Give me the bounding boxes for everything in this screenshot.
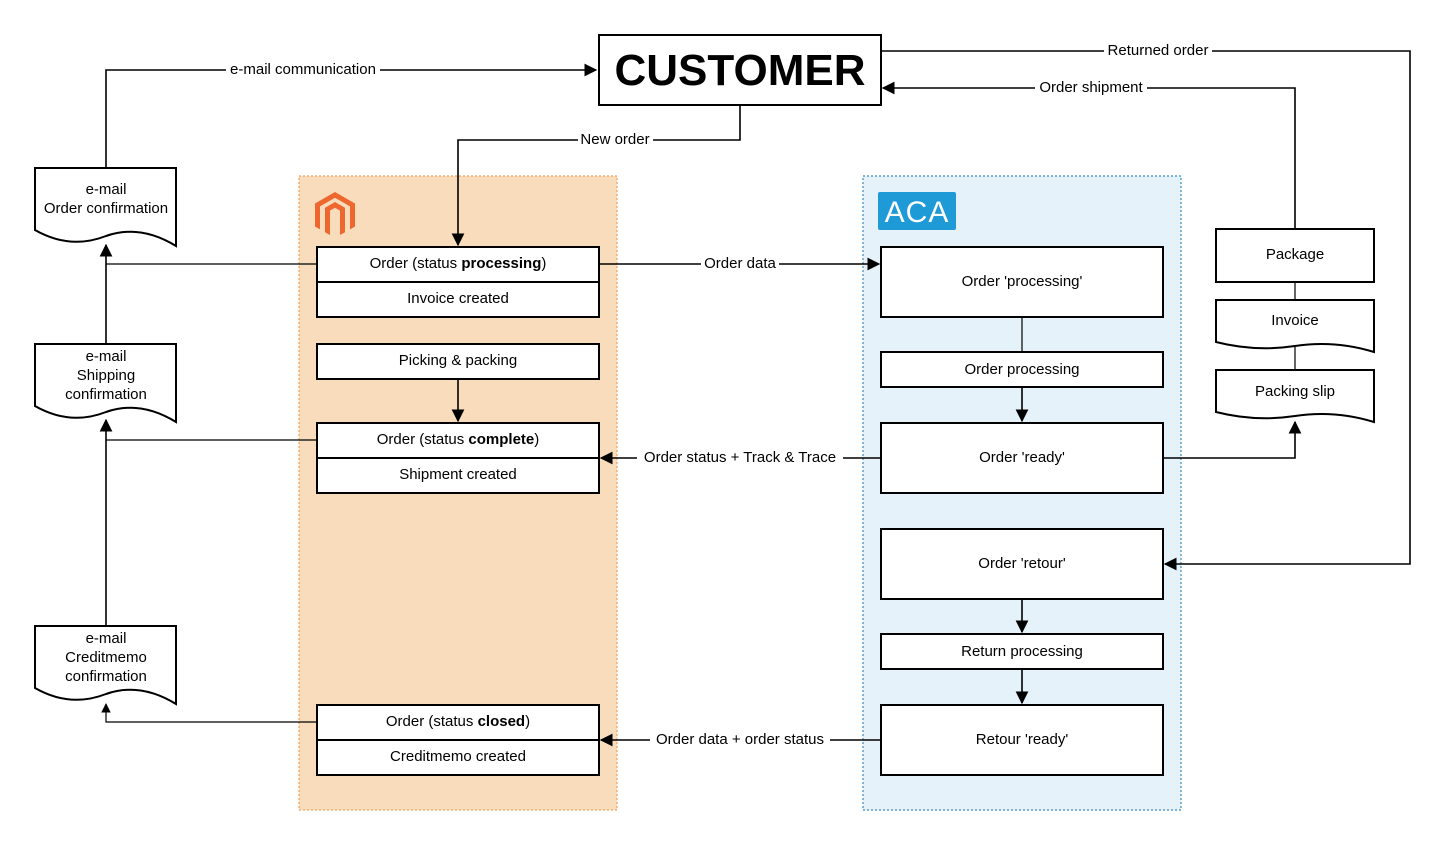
svg-text:Shipping: Shipping bbox=[77, 367, 135, 384]
email-shipping-confirmation-doc: e-mail Shipping confirmation bbox=[34, 343, 177, 424]
aca-order-processing-state-box: Order 'processing' bbox=[880, 246, 1164, 318]
svg-text:Picking & packing: Picking & packing bbox=[399, 352, 517, 369]
svg-text:Order (status closed): Order (status closed) bbox=[386, 713, 530, 730]
invoice-doc: Invoice bbox=[1215, 299, 1375, 354]
svg-text:confirmation: confirmation bbox=[65, 668, 147, 685]
magento-logo-icon bbox=[315, 192, 355, 235]
svg-text:Order 'ready': Order 'ready' bbox=[979, 449, 1065, 466]
aca-logo-text: ACA bbox=[885, 196, 950, 229]
svg-text:e-mail: e-mail bbox=[86, 348, 127, 365]
svg-text:Order (status processing): Order (status processing) bbox=[370, 255, 547, 272]
order-status-track-label: Order status + Track & Trace bbox=[644, 449, 836, 466]
svg-text:Order 'processing': Order 'processing' bbox=[962, 273, 1083, 290]
svg-text:Order (status complete): Order (status complete) bbox=[377, 431, 540, 448]
order-data-label: Order data bbox=[704, 255, 776, 272]
svg-text:Invoice: Invoice bbox=[1271, 312, 1319, 329]
svg-text:Return processing: Return processing bbox=[961, 643, 1083, 660]
magento-order-closed-box: Order (status closed) Creditmemo created bbox=[316, 704, 600, 776]
svg-text:e-mail: e-mail bbox=[86, 181, 127, 198]
packing-slip-doc: Packing slip bbox=[1215, 369, 1375, 424]
svg-text:Creditmemo: Creditmemo bbox=[65, 649, 147, 666]
creditmemo-created-label: Creditmemo created bbox=[390, 748, 526, 765]
invoice-created-label: Invoice created bbox=[407, 290, 509, 307]
aca-order-processing-step-box: Order processing bbox=[880, 351, 1164, 388]
aca-order-ready-box: Order 'ready' bbox=[880, 422, 1164, 494]
svg-text:confirmation: confirmation bbox=[65, 386, 147, 403]
email-creditmemo-confirmation-doc: e-mail Creditmemo confirmation bbox=[34, 625, 177, 706]
closed-email-connector bbox=[101, 703, 317, 723]
magento-order-complete-box: Order (status complete) Shipment created bbox=[316, 422, 600, 494]
ready-to-packing-connector bbox=[1163, 420, 1302, 459]
svg-text:Order confirmation: Order confirmation bbox=[44, 200, 168, 217]
svg-text:Retour 'ready': Retour 'ready' bbox=[976, 731, 1069, 748]
returned-order-label: Returned order bbox=[1108, 42, 1209, 59]
email-communication-label: e-mail communication bbox=[230, 61, 376, 78]
order-data-status-label: Order data + order status bbox=[656, 731, 824, 748]
magento-picking-packing-box: Picking & packing bbox=[316, 343, 600, 380]
order-shipment-connector bbox=[881, 81, 1296, 229]
email-order-confirmation-doc: e-mail Order confirmation bbox=[34, 167, 177, 248]
customer-title: CUSTOMER bbox=[615, 46, 866, 95]
email-communication-connector bbox=[105, 63, 598, 168]
aca-retour-ready-box: Retour 'ready' bbox=[880, 704, 1164, 776]
shipment-created-label: Shipment created bbox=[399, 466, 517, 483]
customer-box bbox=[598, 34, 882, 106]
svg-text:Order 'retour': Order 'retour' bbox=[978, 555, 1066, 572]
aca-logo: ACA bbox=[878, 192, 956, 230]
package-box: Package bbox=[1215, 228, 1375, 283]
new-order-label: New order bbox=[580, 131, 649, 148]
order-shipment-label: Order shipment bbox=[1039, 79, 1143, 96]
svg-text:Packing slip: Packing slip bbox=[1255, 383, 1335, 400]
svg-text:e-mail: e-mail bbox=[86, 630, 127, 647]
aca-return-processing-box: Return processing bbox=[880, 633, 1164, 670]
svg-text:Order processing: Order processing bbox=[964, 361, 1079, 378]
svg-text:Package: Package bbox=[1266, 246, 1324, 263]
aca-order-retour-box: Order 'retour' bbox=[880, 528, 1164, 600]
magento-order-processing-box: Order (status processing) Invoice create… bbox=[316, 246, 600, 318]
